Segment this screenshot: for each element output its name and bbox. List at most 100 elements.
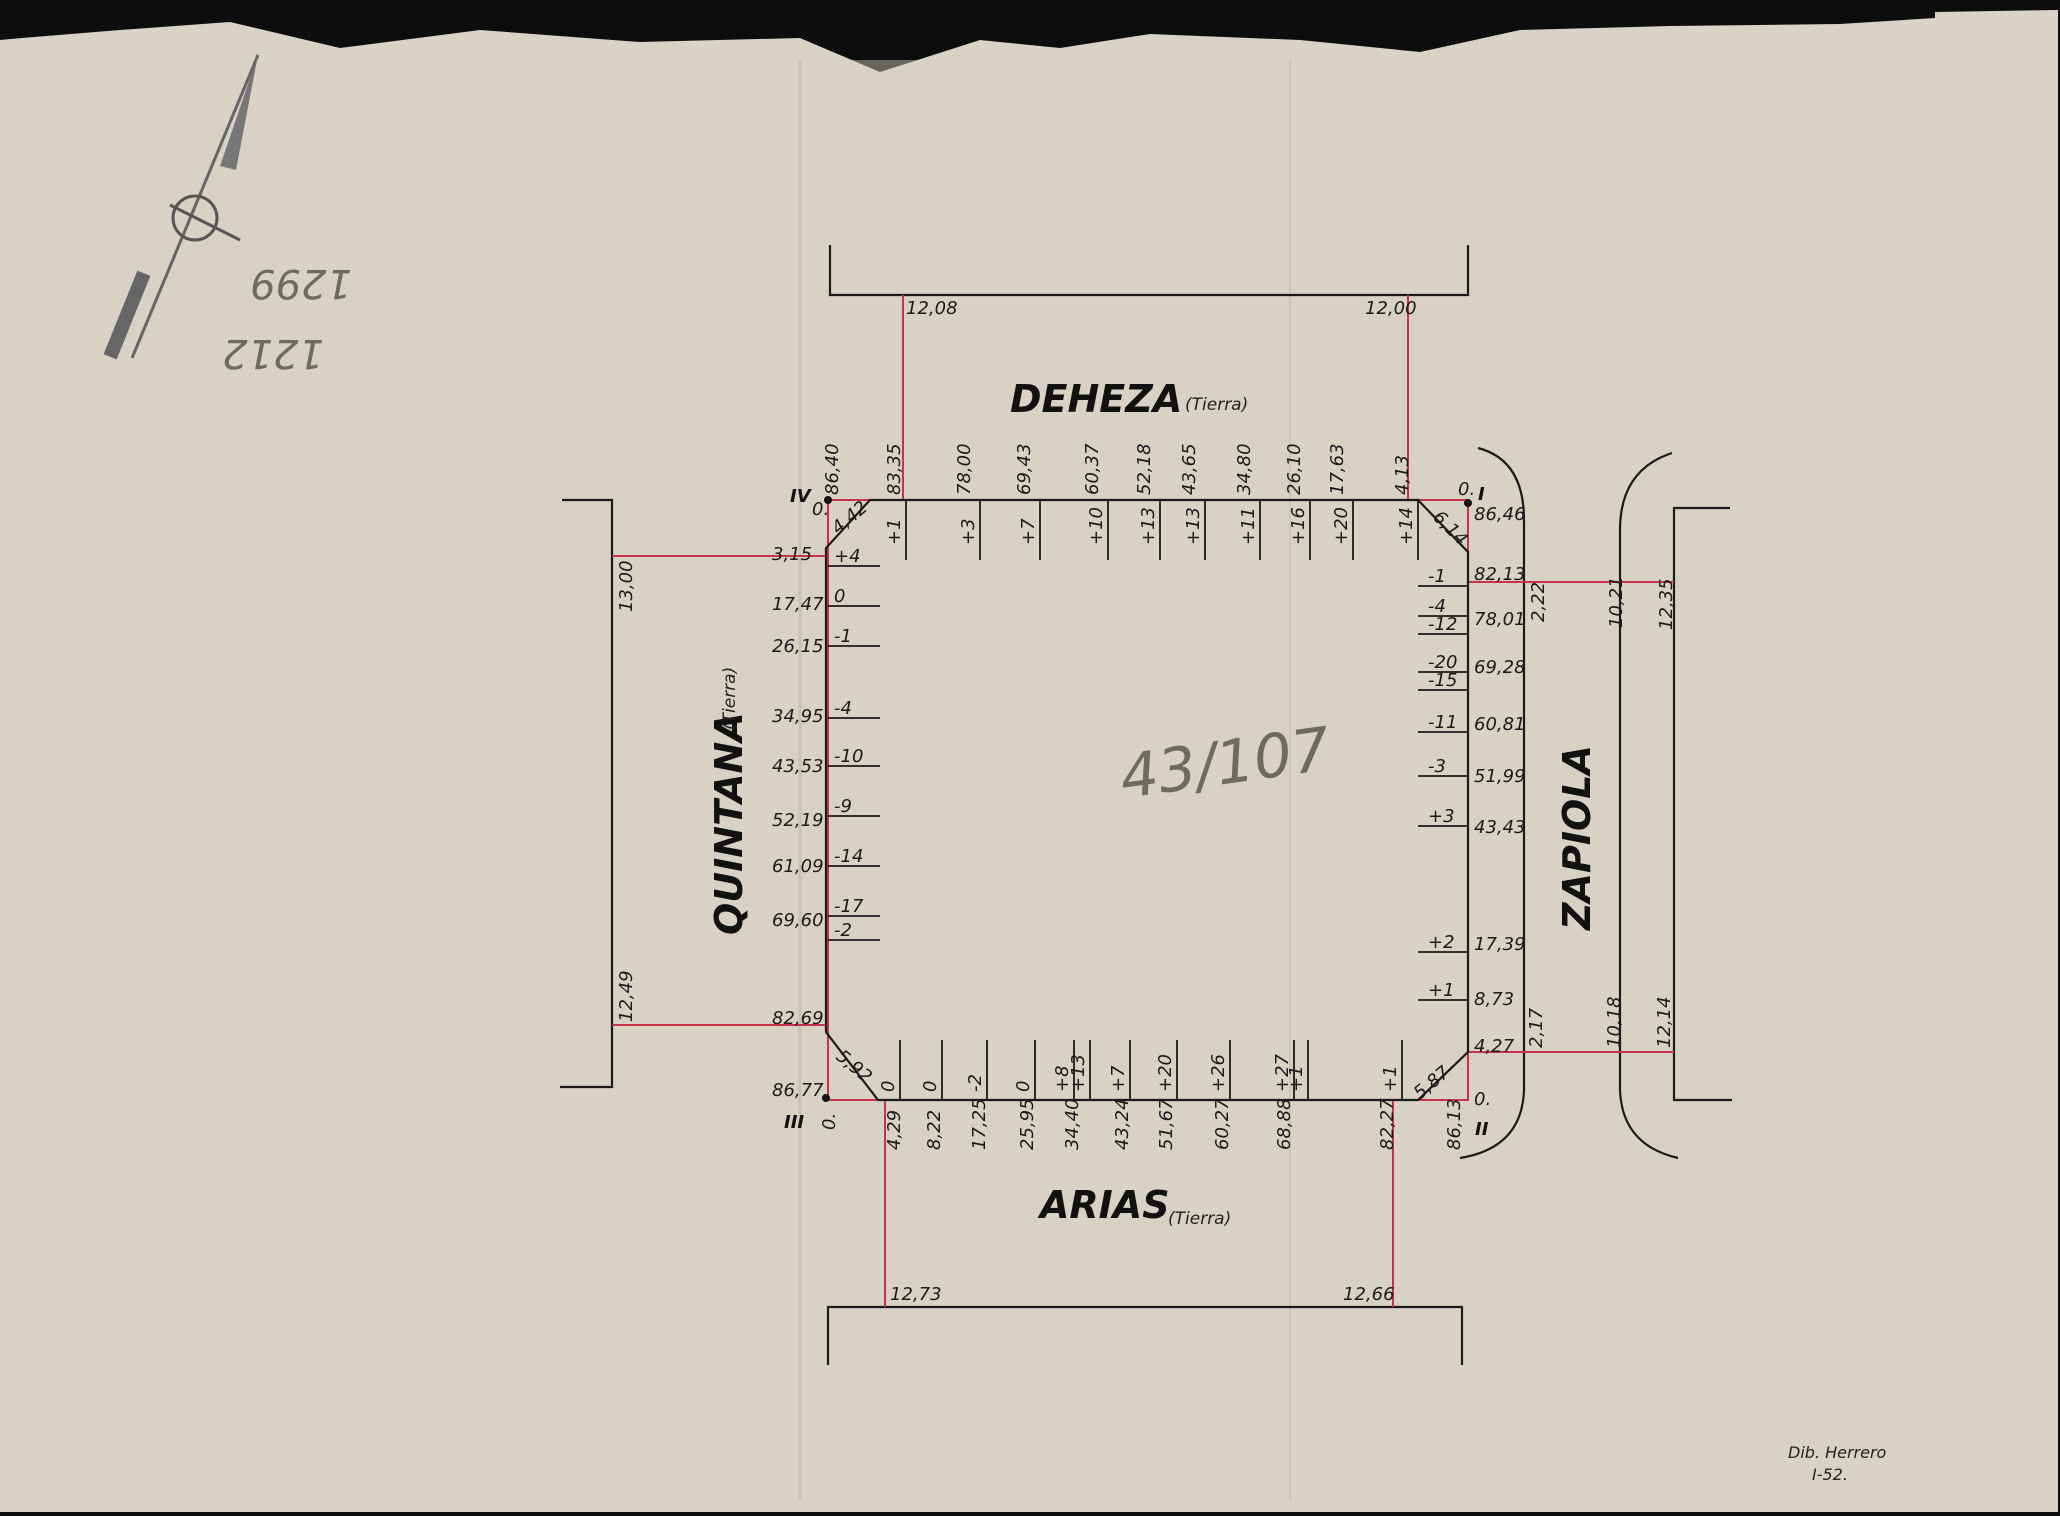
street-west-name: QUINTANA xyxy=(707,712,751,935)
west-measurements: 3,1517,4726,1534,9543,5352,1961,0969,608… xyxy=(772,544,880,1101)
south-distance: 51,67 xyxy=(1156,1098,1177,1150)
south-distance: 43,24 xyxy=(1112,1098,1133,1150)
east-offset: -4 xyxy=(1428,596,1446,617)
west-offset: -17 xyxy=(834,896,864,917)
west-distance: 43,53 xyxy=(772,756,824,777)
north-distance: 78,00 xyxy=(954,443,975,495)
west-offset: -4 xyxy=(834,698,852,719)
north-offset: +20 xyxy=(1331,507,1352,545)
south-street-frame xyxy=(826,1305,1464,1365)
corner-zero-sw: 0. xyxy=(819,1113,840,1130)
north-offset: +14 xyxy=(1396,507,1417,545)
west-distance: 61,09 xyxy=(772,856,824,877)
south-distance: 68,88 xyxy=(1274,1098,1295,1150)
west-distance: 26,15 xyxy=(772,636,824,657)
south-distance: 4,29 xyxy=(884,1110,905,1150)
south-offset: +1 xyxy=(1380,1065,1401,1092)
north-offset: +11 xyxy=(1238,507,1259,545)
south-offset: 0 xyxy=(1013,1081,1034,1092)
corner-point-sw xyxy=(822,1094,830,1102)
west-offset: -14 xyxy=(834,846,863,867)
east-distance: 4,27 xyxy=(1474,1036,1515,1057)
west-street-frame xyxy=(560,498,614,1089)
corner-III: III xyxy=(784,1112,804,1133)
north-offset: +7 xyxy=(1018,518,1039,545)
east-distance: 86,46 xyxy=(1474,504,1526,525)
west-offset: -1 xyxy=(834,626,852,647)
east-offset: +2 xyxy=(1428,932,1455,953)
corner-zero-nw: 0. xyxy=(812,499,829,520)
north-arrow-icon xyxy=(103,54,260,360)
paper-shading xyxy=(20,60,2050,1500)
corner-zero-ne: 0. xyxy=(1458,479,1475,500)
south-offset: +20 xyxy=(1155,1054,1176,1092)
level-east-top-c: 12,35 xyxy=(1656,578,1677,630)
north-street-frame xyxy=(828,245,1470,297)
street-south-surface: (Tierra) xyxy=(1168,1209,1231,1229)
east-offset: -20 xyxy=(1428,652,1457,673)
corner-I: I xyxy=(1478,484,1485,505)
paper-sheet xyxy=(0,10,2058,1512)
south-offset: -2 xyxy=(965,1074,986,1092)
south-distance: 82,27 xyxy=(1377,1098,1398,1150)
south-measurements: 4,29 8,22 17,25 25,95 34,40 43,24 51,67 60,27 68… xyxy=(878,1040,1465,1150)
street-east-name: ZAPIOLA xyxy=(1555,745,1599,931)
level-north-left: 12,08 xyxy=(906,298,958,319)
level-east-top-a: 2,22 xyxy=(1528,582,1549,622)
north-distance: 60,37 xyxy=(1082,443,1103,495)
east-distance: 51,99 xyxy=(1474,766,1526,787)
south-offset: +27 xyxy=(1272,1053,1293,1092)
east-curb-outer xyxy=(1618,451,1679,1160)
north-distance: 43,65 xyxy=(1179,443,1200,495)
west-distance: 52,19 xyxy=(772,810,824,831)
level-east-bot-a: 2,17 xyxy=(1526,1007,1547,1048)
level-east-top-b: 10,21 xyxy=(1606,576,1627,628)
north-offset: +13 xyxy=(1183,507,1204,545)
level-south-right: 12,66 xyxy=(1343,1284,1395,1305)
east-measurements: 86,4682,1378,0169,2860,8151,9943,4317,39… xyxy=(1418,504,1526,1057)
east-offset: -11 xyxy=(1428,712,1457,733)
north-distance: 86,40 xyxy=(822,443,843,495)
level-south-left: 12,73 xyxy=(890,1284,942,1305)
west-distance: 34,95 xyxy=(772,706,824,727)
west-offset: -9 xyxy=(834,796,852,817)
south-distance: 25,95 xyxy=(1017,1098,1038,1150)
south-distance: 17,25 xyxy=(969,1098,990,1150)
corner-zero-se: 0. xyxy=(1474,1089,1491,1110)
signature-line-2: I-52. xyxy=(1812,1465,1848,1484)
east-offset: +1 xyxy=(1428,980,1455,1001)
south-offset: +1 xyxy=(1286,1065,1307,1092)
corner-IV: IV xyxy=(790,486,813,507)
east-distance: 60,81 xyxy=(1474,714,1526,735)
south-distance: 8,22 xyxy=(924,1110,945,1150)
west-offset: +4 xyxy=(834,546,861,567)
corner-II: II xyxy=(1475,1119,1489,1140)
north-offset: +10 xyxy=(1086,507,1107,545)
south-offset: 0 xyxy=(878,1081,899,1092)
block-outline xyxy=(824,498,1470,1102)
south-offset: +26 xyxy=(1208,1054,1229,1092)
north-offset: +1 xyxy=(884,518,905,545)
east-street-frame xyxy=(1672,506,1732,1102)
east-offset: -1 xyxy=(1428,566,1446,587)
north-offset: +16 xyxy=(1288,507,1309,545)
signature-line-1: Dib. Herrero xyxy=(1788,1443,1887,1462)
level-west-bottom: 12,49 xyxy=(616,970,637,1022)
east-offset: -3 xyxy=(1428,756,1446,777)
east-distance: 17,39 xyxy=(1474,934,1526,955)
level-east-bot-b: 10,18 xyxy=(1604,996,1625,1048)
east-distance: 43,43 xyxy=(1474,817,1526,838)
street-north-name: DEHEZA xyxy=(1010,377,1182,421)
south-offset: +13 xyxy=(1068,1054,1089,1092)
east-distance: 82,13 xyxy=(1474,564,1526,585)
west-offset: -2 xyxy=(834,920,852,941)
south-distance: 60,27 xyxy=(1212,1098,1233,1150)
west-distance: 82,69 xyxy=(772,1008,824,1029)
north-distance: 26,10 xyxy=(1284,443,1305,495)
west-distance: 17,47 xyxy=(772,594,824,615)
east-distance: 78,01 xyxy=(1474,609,1526,630)
north-distance: 69,43 xyxy=(1014,443,1035,495)
south-distance: 34,40 xyxy=(1062,1098,1083,1150)
